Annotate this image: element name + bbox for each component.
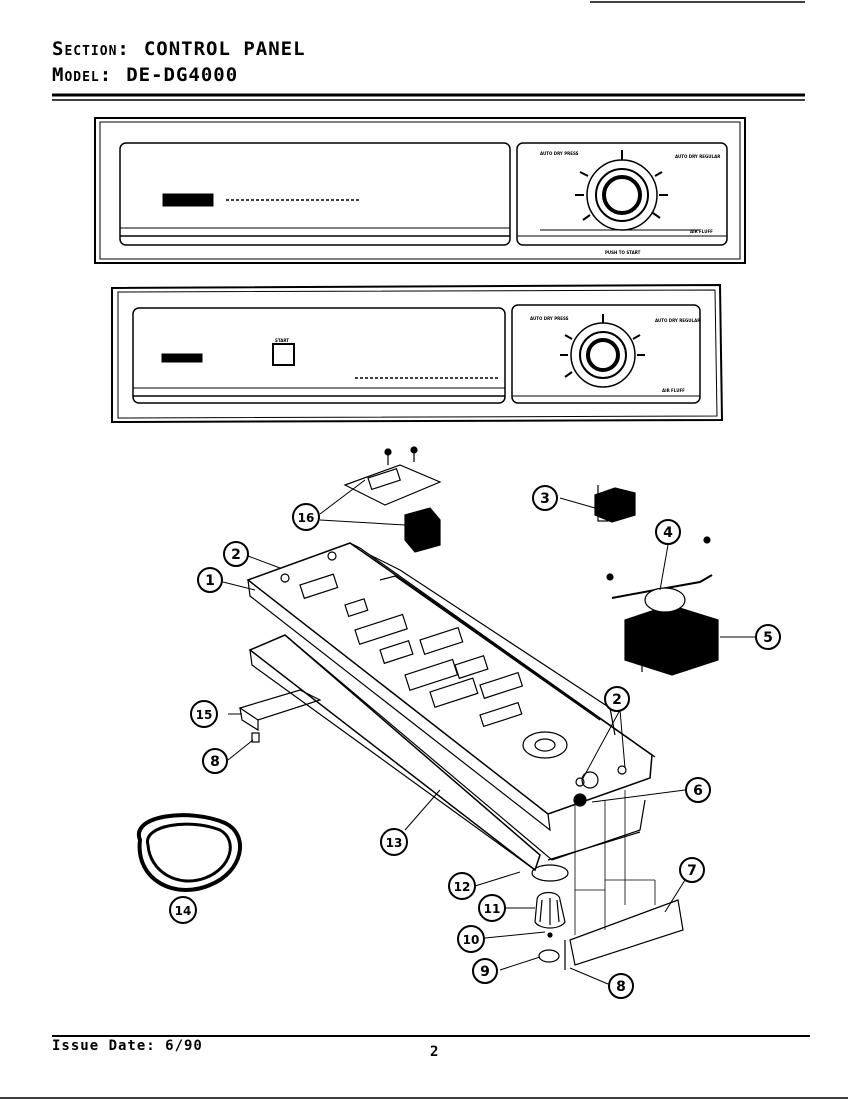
panel-bottom-air-fluff-label: AIR FLUFF — [662, 388, 685, 393]
issue-date: Issue Date: 6/90 — [52, 1038, 203, 1054]
control-panel-top — [94, 117, 746, 264]
panel-bottom-labels: START AUTO DRY PRESS AUTO DRY REGULAR AI… — [275, 316, 700, 393]
callout-13-label: 13 — [386, 836, 403, 850]
callout-8-right: 8 — [608, 973, 634, 999]
panel-top-push-to-start-label: PUSH TO START — [605, 250, 641, 255]
callout-6-label: 6 — [693, 783, 703, 799]
timer-part — [624, 604, 719, 676]
callout-15-label: 15 — [196, 708, 213, 722]
section-label: Section: — [52, 38, 130, 60]
leader-lines — [222, 479, 755, 985]
callout-2-lower-label: 2 — [612, 692, 622, 708]
callout-2-upper-label: 2 — [231, 547, 241, 563]
callout-9: 9 — [472, 958, 498, 984]
support-part — [569, 899, 684, 966]
callout-8-left: 8 — [202, 748, 228, 774]
start-button — [272, 343, 295, 366]
callout-10-label: 10 — [463, 933, 480, 947]
callout-14-label: 14 — [175, 904, 192, 918]
callout-2-lower: 2 — [604, 686, 630, 712]
callout-7-label: 7 — [687, 863, 697, 879]
callout-3: 3 — [532, 485, 558, 511]
callout-1: 1 — [197, 567, 223, 593]
model-value: DE-DG4000 — [126, 64, 239, 86]
footer-rules — [0, 1035, 848, 1099]
panel-bottom-dial-right-label: AUTO DRY REGULAR — [655, 318, 700, 323]
callout-7: 7 — [679, 857, 705, 883]
callout-3-label: 3 — [540, 491, 550, 507]
section-heading: Section: CONTROL PANEL — [52, 38, 306, 60]
callout-12: 12 — [448, 872, 476, 900]
callout-5-label: 5 — [763, 630, 773, 646]
dial-bottom — [560, 314, 645, 388]
callout-5: 5 — [755, 624, 781, 650]
lower-panel-part — [248, 634, 541, 872]
switch-assembly-part — [343, 464, 442, 506]
callout-2-upper: 2 — [223, 541, 249, 567]
callout-11-label: 11 — [484, 902, 501, 916]
callout-15: 15 — [190, 700, 218, 728]
callout-16-label: 16 — [298, 511, 315, 525]
callout-10: 10 — [457, 925, 485, 953]
panel-top-dial-left-label: AUTO DRY PRESS — [540, 151, 579, 156]
callout-8-right-label: 8 — [616, 979, 626, 995]
model-label: Model: — [52, 64, 113, 86]
panel-top-air-fluff-label: AIR FLUFF — [690, 229, 713, 234]
callout-16: 16 — [292, 503, 320, 531]
control-panel-base-part — [246, 542, 653, 815]
bracket-part — [238, 689, 322, 721]
model-heading: Model: DE-DG4000 — [52, 64, 238, 86]
panel-top-dial-right-label: AUTO DRY REGULAR — [675, 154, 720, 159]
header-rules — [52, 1, 805, 101]
callout-1-label: 1 — [205, 573, 215, 589]
callout-8-left-label: 8 — [210, 754, 220, 770]
control-panel-bottom — [111, 283, 724, 424]
callout-4-label: 4 — [663, 525, 673, 541]
callout-14: 14 — [169, 896, 197, 924]
callout-13: 13 — [380, 828, 408, 856]
page-number: 2 — [430, 1044, 439, 1060]
callout-11: 11 — [478, 894, 506, 922]
callout-4: 4 — [655, 519, 681, 545]
callout-6: 6 — [685, 777, 711, 803]
section-value: CONTROL PANEL — [143, 38, 306, 60]
panel-bottom-dial-left-label: AUTO DRY PRESS — [530, 316, 569, 321]
dial-top — [575, 150, 668, 231]
panel-top-labels: AUTO DRY PRESS AUTO DRY REGULAR AIR FLUF… — [540, 151, 720, 255]
callout-9-label: 9 — [480, 964, 490, 980]
exploded-view — [136, 446, 719, 970]
panel-bottom-start-label: START — [275, 338, 289, 343]
callout-12-label: 12 — [454, 880, 471, 894]
wire-harness-part — [136, 813, 242, 892]
